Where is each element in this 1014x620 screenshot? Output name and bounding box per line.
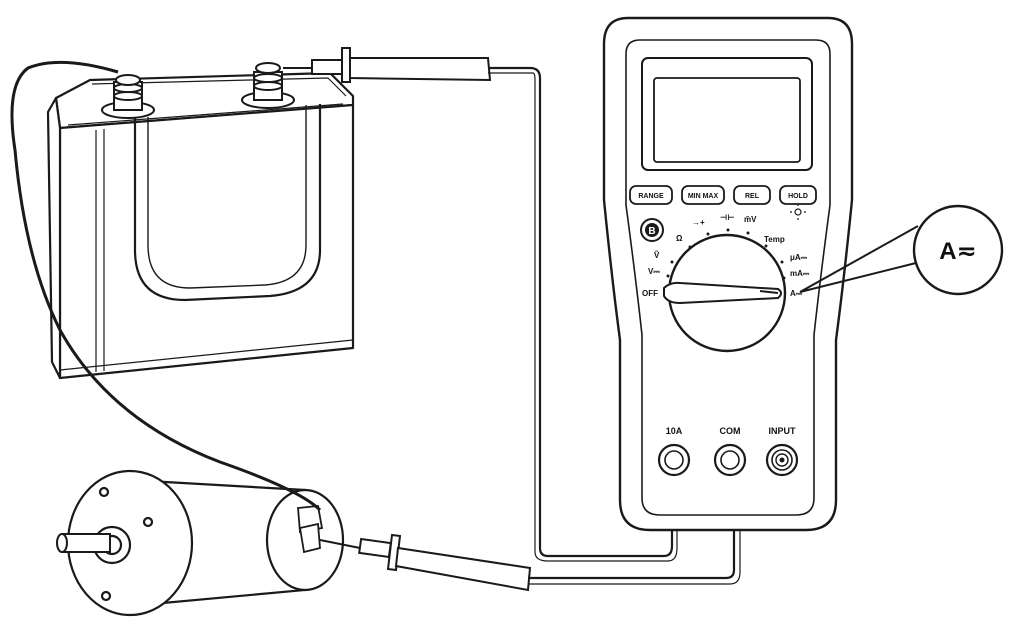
multimeter: RANGE MIN MAX REL HOLD B Ω →+ ⊣⊢ m̃V Tem… [602, 16, 854, 532]
dc-motor [66, 469, 345, 617]
dial-label-ohm: Ω [676, 234, 683, 243]
jack-label-input: INPUT [769, 426, 797, 436]
hold-button-label: HOLD [788, 193, 808, 200]
wire-probe-top-to-10a [488, 66, 674, 558]
dial-label-mv: m̃V [744, 215, 757, 224]
dial-label-off: OFF [642, 289, 658, 298]
dial-label-temp: Temp [764, 235, 785, 244]
backlight-icon [790, 204, 806, 220]
battery-terminal-left [101, 74, 155, 119]
battery-terminal-right [241, 62, 295, 109]
callout-bubble [912, 204, 1004, 296]
rel-button-label: REL [745, 193, 760, 200]
motor-shaft [56, 533, 111, 553]
rel-button[interactable] [733, 185, 771, 205]
min-max-button-label: MIN MAX [688, 193, 719, 200]
battery [46, 71, 355, 380]
dial-label-vac: Ṽ [654, 251, 660, 260]
dial-label-vdc: V⎓ [648, 267, 660, 276]
input-jacks: 10A COM INPUT [657, 426, 799, 477]
rotary-dial[interactable] [663, 233, 787, 353]
range-button[interactable] [629, 185, 673, 205]
lcd-display [653, 77, 801, 163]
dial-label-diode: →+ [692, 218, 705, 227]
callout: A≂ [799, 204, 1004, 296]
meter-buttons[interactable]: RANGE MIN MAX REL HOLD [629, 185, 817, 205]
jack-label-com: COM [720, 426, 741, 436]
wire-battery-to-motor [10, 60, 322, 512]
dial-label-ua: μA⎓ [790, 253, 808, 262]
probe-top [283, 47, 492, 83]
dial-label-ma: mA⎓ [790, 269, 810, 278]
dial-label-a: A⎓ [790, 289, 803, 298]
dial-label-cap: ⊣⊢ [720, 213, 735, 222]
wire-probe-bottom-to-com [528, 480, 736, 580]
callout-label: A≂ [939, 238, 976, 265]
function-button-label: B [648, 226, 655, 237]
dial-pointer[interactable] [663, 281, 782, 305]
probe-bottom [319, 533, 532, 592]
jack-label-10a: 10A [666, 426, 683, 436]
min-max-button[interactable] [681, 185, 725, 205]
range-button-label: RANGE [638, 193, 664, 200]
